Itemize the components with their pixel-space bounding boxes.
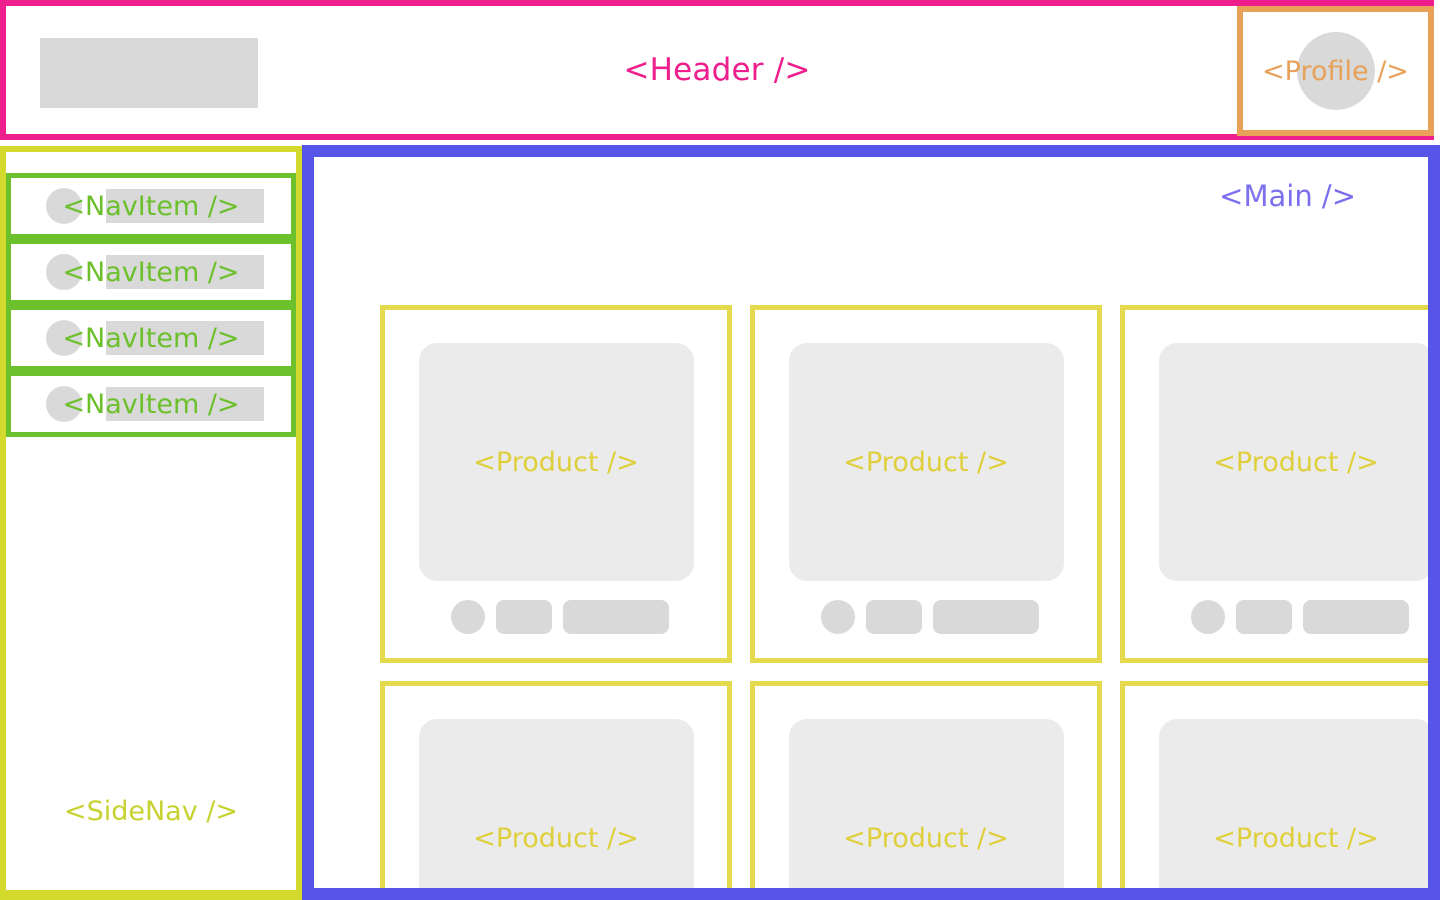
meta-large-placeholder bbox=[932, 600, 1039, 634]
product-card[interactable]: <Product /> bbox=[750, 305, 1102, 663]
product-label: <Product /> bbox=[473, 822, 639, 854]
meta-small-placeholder bbox=[865, 600, 922, 634]
sidebar-item-label: <NavItem /> bbox=[62, 322, 240, 354]
main-label: <Main /> bbox=[1219, 179, 1356, 213]
product-image-placeholder: <Product /> bbox=[788, 343, 1064, 581]
product-card[interactable]: <Product /> bbox=[750, 681, 1102, 888]
nav-list: <NavItem /> <NavItem /> <NavItem /> <Nav… bbox=[6, 173, 296, 437]
sidebar-item-label: <NavItem /> bbox=[62, 190, 240, 222]
nav-text-placeholder bbox=[106, 189, 264, 223]
sidebar-item-2[interactable]: <NavItem /> bbox=[6, 239, 296, 305]
avatar bbox=[1296, 32, 1375, 110]
product-image-placeholder: <Product /> bbox=[1158, 343, 1428, 581]
product-grid: <Product /> <Product /> bbox=[380, 305, 1429, 888]
product-label: <Product /> bbox=[1213, 822, 1379, 854]
meta-small-placeholder bbox=[1235, 600, 1292, 634]
header-label: <Header /> bbox=[623, 52, 811, 88]
meta-circle-placeholder bbox=[820, 600, 855, 634]
product-label: <Product /> bbox=[473, 446, 639, 478]
product-card[interactable]: <Product /> bbox=[380, 681, 732, 888]
sidenav-label: <SideNav /> bbox=[63, 796, 239, 827]
product-card[interactable]: <Product /> bbox=[1120, 681, 1428, 888]
sidebar-item-1[interactable]: <NavItem /> bbox=[6, 173, 296, 239]
product-meta bbox=[1159, 600, 1429, 634]
sidebar-item-3[interactable]: <NavItem /> bbox=[6, 305, 296, 371]
product-image-placeholder: <Product /> bbox=[418, 343, 694, 581]
nav-text-placeholder bbox=[106, 255, 264, 289]
product-image-placeholder: <Product /> bbox=[788, 719, 1064, 888]
meta-large-placeholder bbox=[1302, 600, 1409, 634]
nav-circle-icon bbox=[46, 254, 82, 290]
product-meta bbox=[419, 600, 694, 634]
profile-label: <Profile /> bbox=[1262, 55, 1409, 87]
sidebar-item-label: <NavItem /> bbox=[62, 388, 240, 420]
logo-placeholder bbox=[40, 38, 258, 108]
meta-circle-placeholder bbox=[450, 600, 485, 634]
nav-text-placeholder bbox=[106, 387, 264, 421]
meta-small-placeholder bbox=[495, 600, 552, 634]
product-image-placeholder: <Product /> bbox=[418, 719, 694, 888]
sidebar-item-4[interactable]: <NavItem /> bbox=[6, 371, 296, 437]
nav-circle-icon bbox=[46, 320, 82, 356]
sidenav-region: <NavItem /> <NavItem /> <NavItem /> <Nav… bbox=[0, 146, 302, 900]
product-image-placeholder: <Product /> bbox=[1158, 719, 1428, 888]
product-card[interactable]: <Product /> bbox=[380, 305, 732, 663]
sidebar-item-label: <NavItem /> bbox=[62, 256, 240, 288]
nav-circle-icon bbox=[46, 188, 82, 224]
product-label: <Product /> bbox=[843, 446, 1009, 478]
product-label: <Product /> bbox=[1213, 446, 1379, 478]
product-meta bbox=[789, 600, 1064, 634]
profile-region[interactable]: <Profile /> bbox=[1237, 6, 1434, 136]
meta-large-placeholder bbox=[562, 600, 669, 634]
nav-text-placeholder bbox=[106, 321, 264, 355]
main-region: <Main /> <Product /> <Product /> bbox=[302, 145, 1440, 900]
product-label: <Product /> bbox=[843, 822, 1009, 854]
nav-circle-icon bbox=[46, 386, 82, 422]
meta-circle-placeholder bbox=[1190, 600, 1225, 634]
product-card[interactable]: <Product /> bbox=[1120, 305, 1429, 663]
